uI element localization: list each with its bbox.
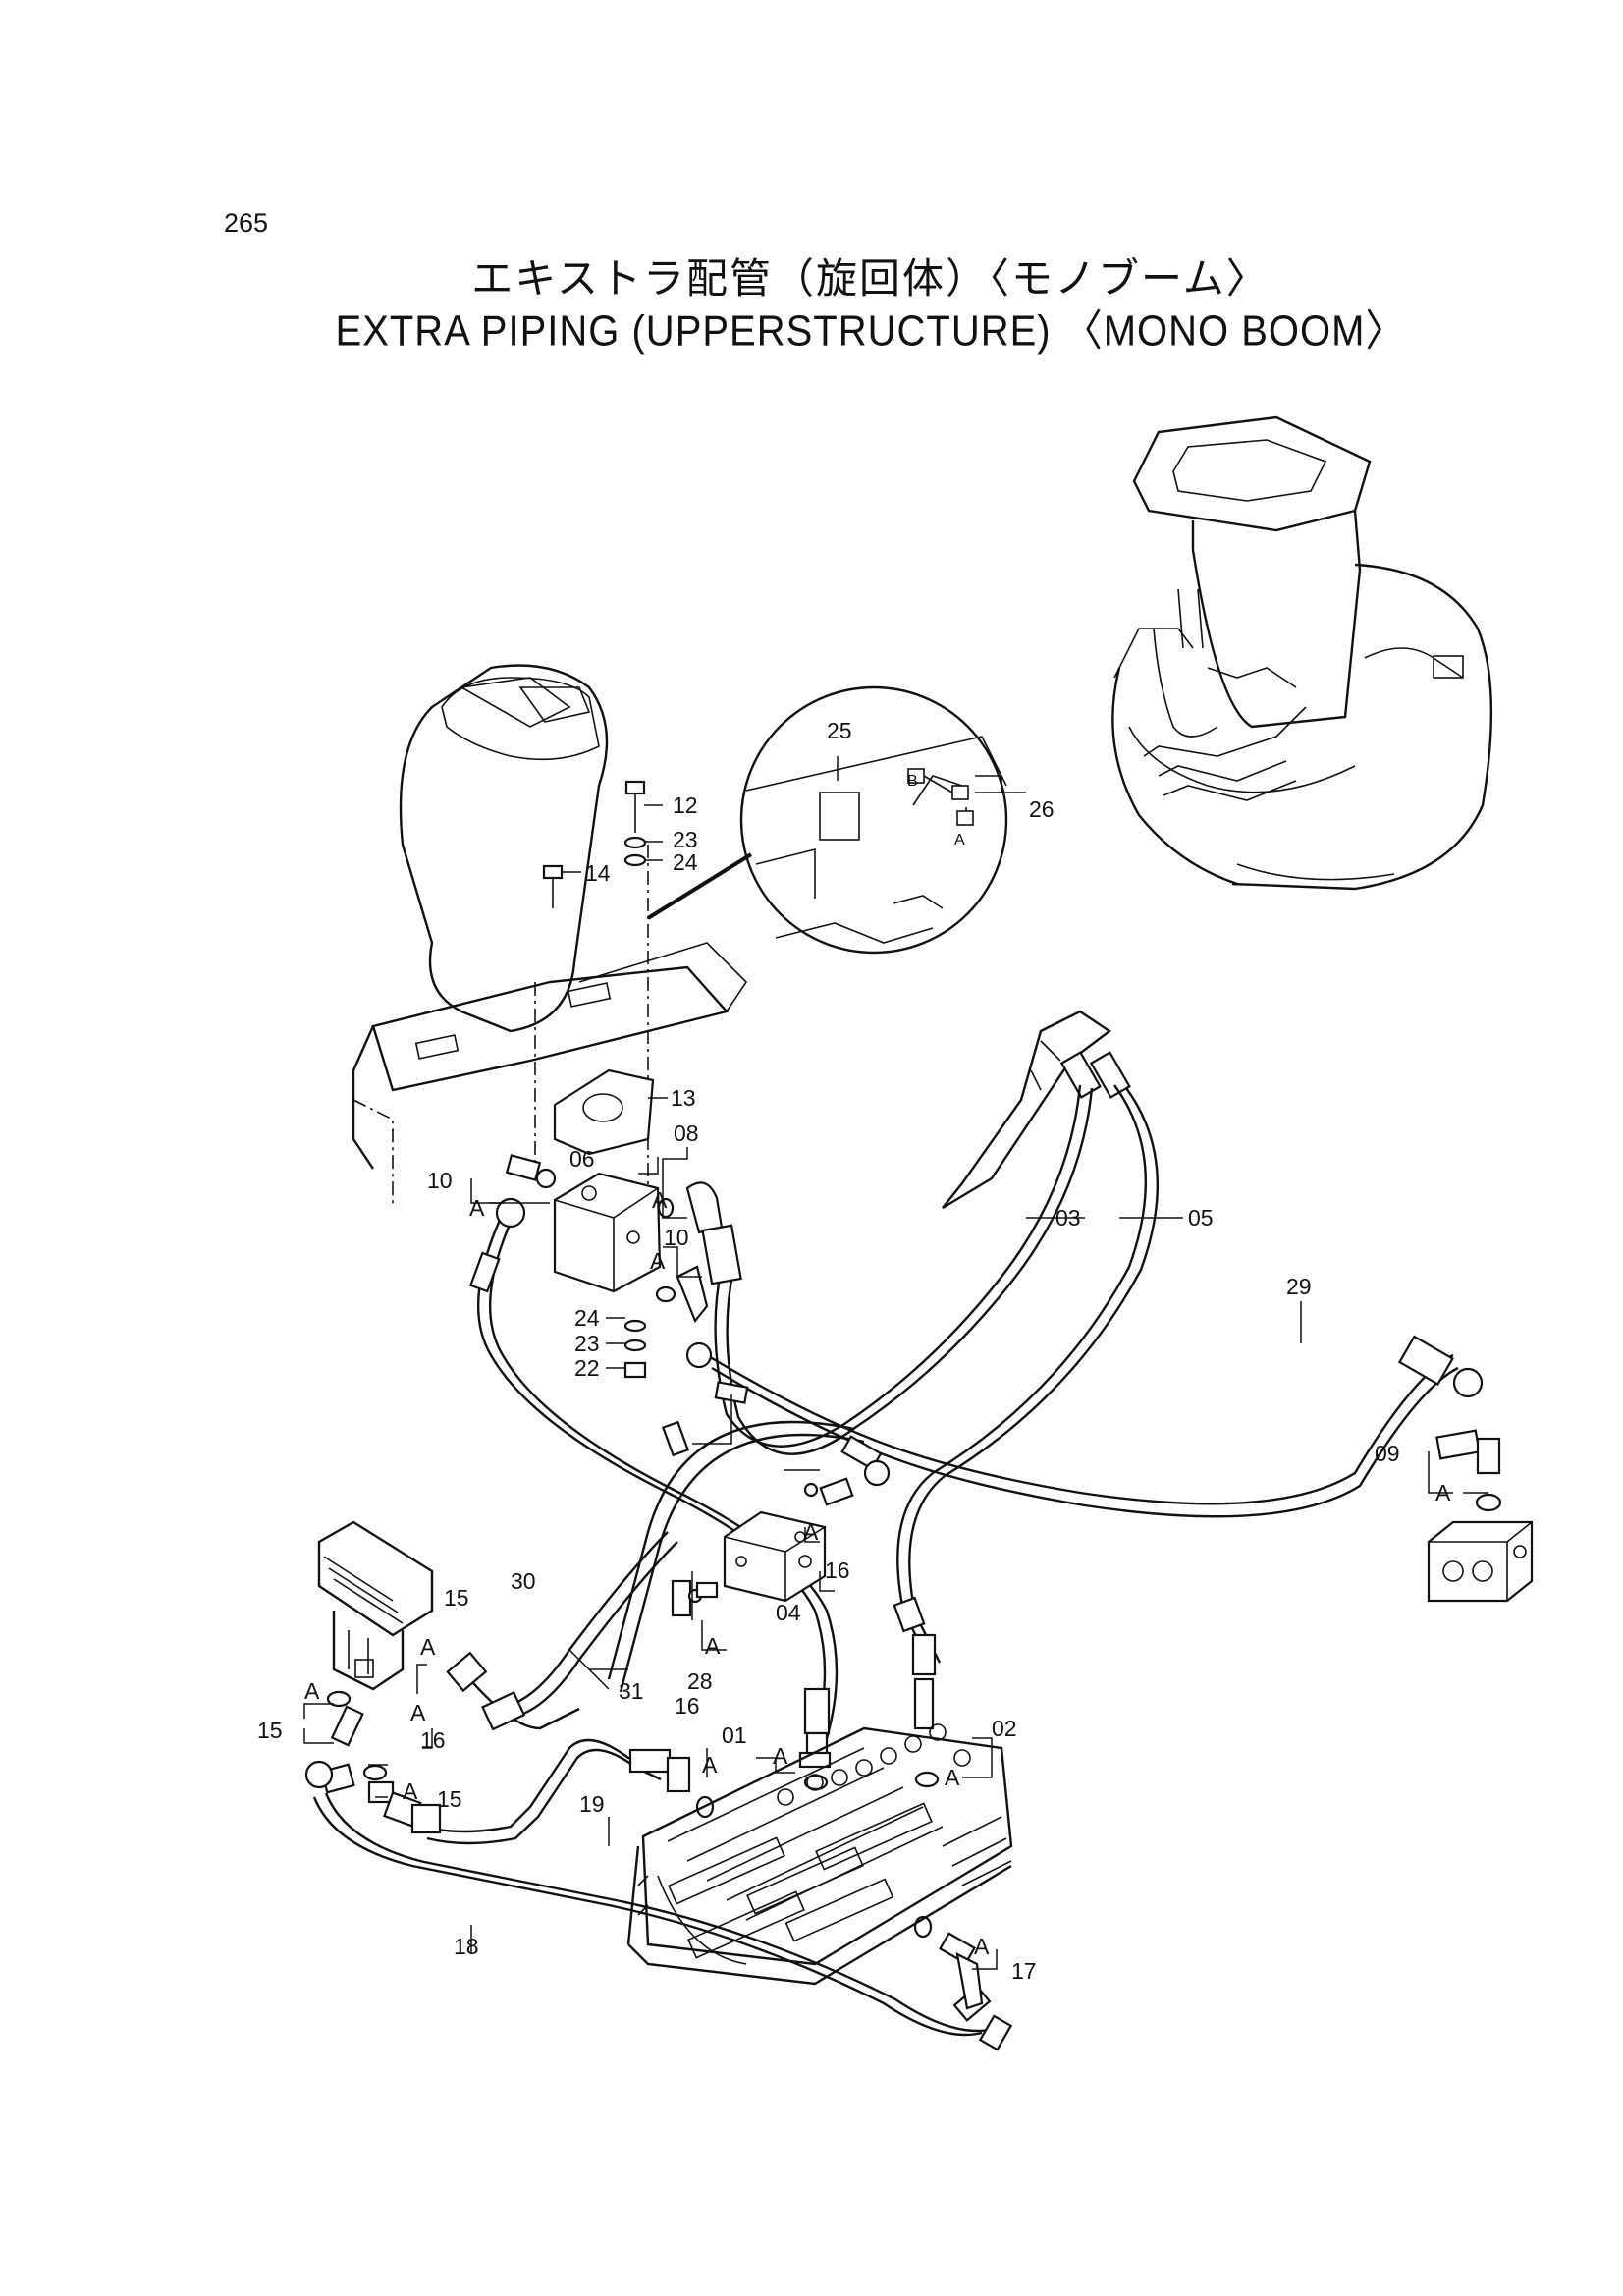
- callout-15-top: 15: [444, 1585, 469, 1611]
- callout-a-15-bottom: A: [403, 1778, 418, 1804]
- control-valve-drawing: [626, 1723, 1013, 1986]
- callout-10-right: 10: [664, 1225, 689, 1250]
- callout-a-09: A: [1435, 1480, 1451, 1505]
- title-english: EXTRA PIPING (UPPERSTRUCTURE) 〈MONO BOOM…: [335, 307, 1406, 355]
- callout-26: 26: [1029, 796, 1055, 822]
- callout-24-bottom: 24: [574, 1305, 600, 1331]
- callout-a-16-center: A: [803, 1519, 819, 1545]
- callout-a-02: A: [945, 1765, 960, 1790]
- hoses: [312, 1084, 1459, 2037]
- callout-14: 14: [585, 860, 611, 886]
- callout-05: 05: [1188, 1205, 1214, 1230]
- callout-23-bottom: 23: [574, 1331, 600, 1356]
- callout-25: 25: [827, 718, 852, 743]
- callout-labels: 12 23 24 14 25 26 B A 13 08 06 10 A A 10…: [257, 718, 1451, 1984]
- callout-a-28: A: [705, 1633, 721, 1659]
- callout-15-left: 15: [257, 1718, 283, 1743]
- callout-16-left: 16: [420, 1727, 446, 1753]
- callout-02: 02: [992, 1716, 1017, 1741]
- callout-30: 30: [511, 1568, 536, 1594]
- bolts-washers: [542, 780, 647, 908]
- callout-13: 13: [671, 1085, 696, 1111]
- callout-01: 01: [722, 1722, 747, 1748]
- page-number: 265: [224, 208, 269, 238]
- callout-a-16-right: A: [702, 1752, 718, 1777]
- callout-a-15-left: A: [304, 1678, 320, 1704]
- callout-31: 31: [619, 1678, 644, 1704]
- callout-24-top: 24: [673, 849, 698, 875]
- foot-pedal-drawing: [317, 1520, 434, 1691]
- valve-block-center: [723, 1510, 827, 1603]
- detail-magnifier: [646, 685, 1026, 955]
- callout-28: 28: [687, 1668, 713, 1694]
- callout-a-15-top: A: [420, 1634, 436, 1660]
- callout-09: 09: [1375, 1441, 1400, 1466]
- fittings: [304, 1154, 1502, 2051]
- callout-18: 18: [454, 1934, 479, 1959]
- bracket-right: [942, 1010, 1131, 1210]
- callout-a-10-right: A: [650, 1248, 666, 1274]
- callout-23-top: 23: [673, 827, 698, 852]
- callout-a-10-left: A: [469, 1195, 485, 1221]
- valve-block-right: [1427, 1520, 1534, 1603]
- callout-16-center: 16: [825, 1558, 850, 1583]
- callout-29: 29: [1286, 1274, 1312, 1299]
- callout-06: 06: [569, 1146, 595, 1172]
- callout-17: 17: [1011, 1958, 1037, 1984]
- valve-block: [553, 1172, 662, 1379]
- callout-a-17: A: [974, 1934, 990, 1959]
- title-japanese: エキストラ配管（旋回体）〈モノブーム〉: [471, 254, 1270, 302]
- callout-04: 04: [776, 1600, 801, 1625]
- callout-a-01: A: [773, 1743, 788, 1769]
- callout-10-left: 10: [427, 1168, 453, 1193]
- callout-08: 08: [674, 1121, 699, 1146]
- callout-19: 19: [579, 1791, 605, 1817]
- callout-b: B: [907, 773, 918, 790]
- leader-lines: [303, 804, 1488, 1970]
- callout-a-detail: A: [954, 832, 965, 848]
- callout-15-bottom: 15: [437, 1786, 462, 1812]
- callout-03: 03: [1055, 1205, 1081, 1230]
- callout-a-16-left: A: [410, 1700, 426, 1725]
- callout-a-08: A: [652, 1187, 668, 1213]
- callout-12: 12: [673, 793, 698, 818]
- mounting-plate: [553, 1068, 655, 1156]
- machine-body-drawing: [1111, 415, 1493, 891]
- callout-22: 22: [574, 1355, 600, 1381]
- callout-16-right: 16: [675, 1693, 700, 1719]
